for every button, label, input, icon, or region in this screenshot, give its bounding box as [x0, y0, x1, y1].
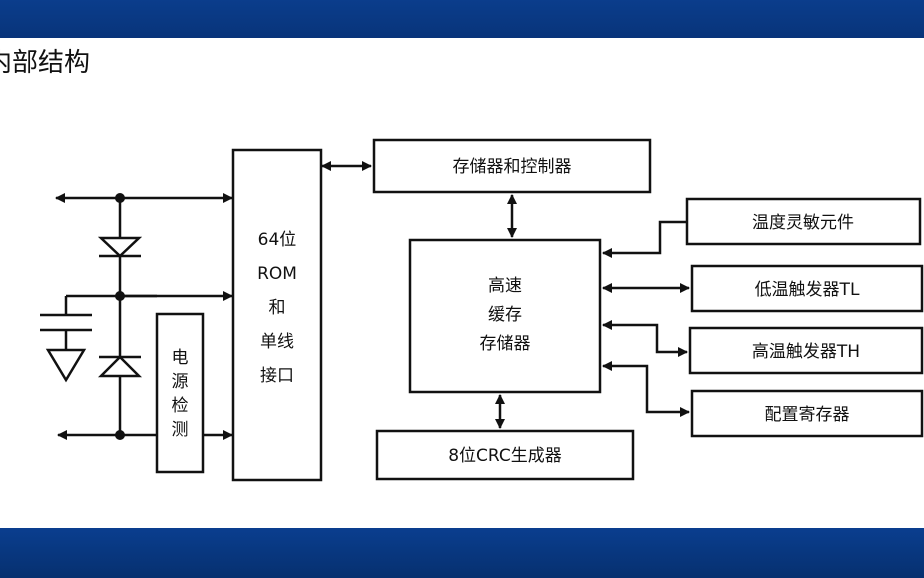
page-title: 内部结构	[0, 48, 91, 78]
svg-text:单线: 单线	[260, 332, 294, 352]
footer-band	[0, 528, 924, 578]
svg-text:存储器: 存储器	[480, 334, 531, 354]
svg-text:缓存: 缓存	[488, 305, 522, 325]
svg-text:源: 源	[172, 372, 189, 392]
left-io-wiring	[55, 193, 233, 440]
svg-text:和: 和	[269, 298, 286, 318]
svg-text:配置寄存器: 配置寄存器	[765, 405, 850, 425]
svg-text:高速: 高速	[488, 276, 522, 296]
svg-text:存储器和控制器: 存储器和控制器	[453, 157, 572, 177]
temp-sensor-arrow	[602, 220, 686, 258]
junction-dot	[115, 430, 125, 440]
svg-text:低温触发器TL: 低温触发器TL	[755, 280, 860, 300]
temp-sensor-block: 温度灵敏元件	[685, 197, 922, 246]
svg-text:64位: 64位	[258, 230, 297, 250]
svg-text:测: 测	[172, 420, 189, 440]
memory-controller-block: 存储器和控制器	[372, 138, 652, 194]
config-register-block: 配置寄存器	[690, 389, 924, 438]
high-trigger-block: 高温触发器TH	[688, 326, 924, 375]
low-trigger-block: 低温触发器TL	[690, 264, 924, 313]
capacitor-ground-symbol	[40, 294, 120, 383]
junction-dot	[115, 193, 125, 203]
power-detect-block: 电 源 检 测	[155, 312, 205, 474]
svg-text:高温触发器TH: 高温触发器TH	[752, 342, 860, 362]
title-bar-band	[0, 0, 924, 38]
diode-symbol	[97, 236, 143, 258]
svg-text:检: 检	[172, 396, 189, 416]
svg-text:8位CRC生成器: 8位CRC生成器	[448, 446, 562, 466]
config-register-arrow	[602, 361, 690, 417]
svg-text:接口: 接口	[260, 366, 294, 386]
svg-text:温度灵敏元件: 温度灵敏元件	[752, 213, 854, 233]
diode-symbol	[97, 355, 143, 378]
rom-interface-block: 64位 ROM 和 单线 接口	[231, 148, 323, 482]
high-trigger-arrow	[602, 320, 688, 357]
crc-generator-block: 8位CRC生成器	[375, 429, 635, 481]
svg-text:ROM: ROM	[257, 264, 297, 284]
scratchpad-block: 高速 缓存 存储器	[408, 238, 602, 394]
svg-text:电: 电	[172, 348, 189, 368]
